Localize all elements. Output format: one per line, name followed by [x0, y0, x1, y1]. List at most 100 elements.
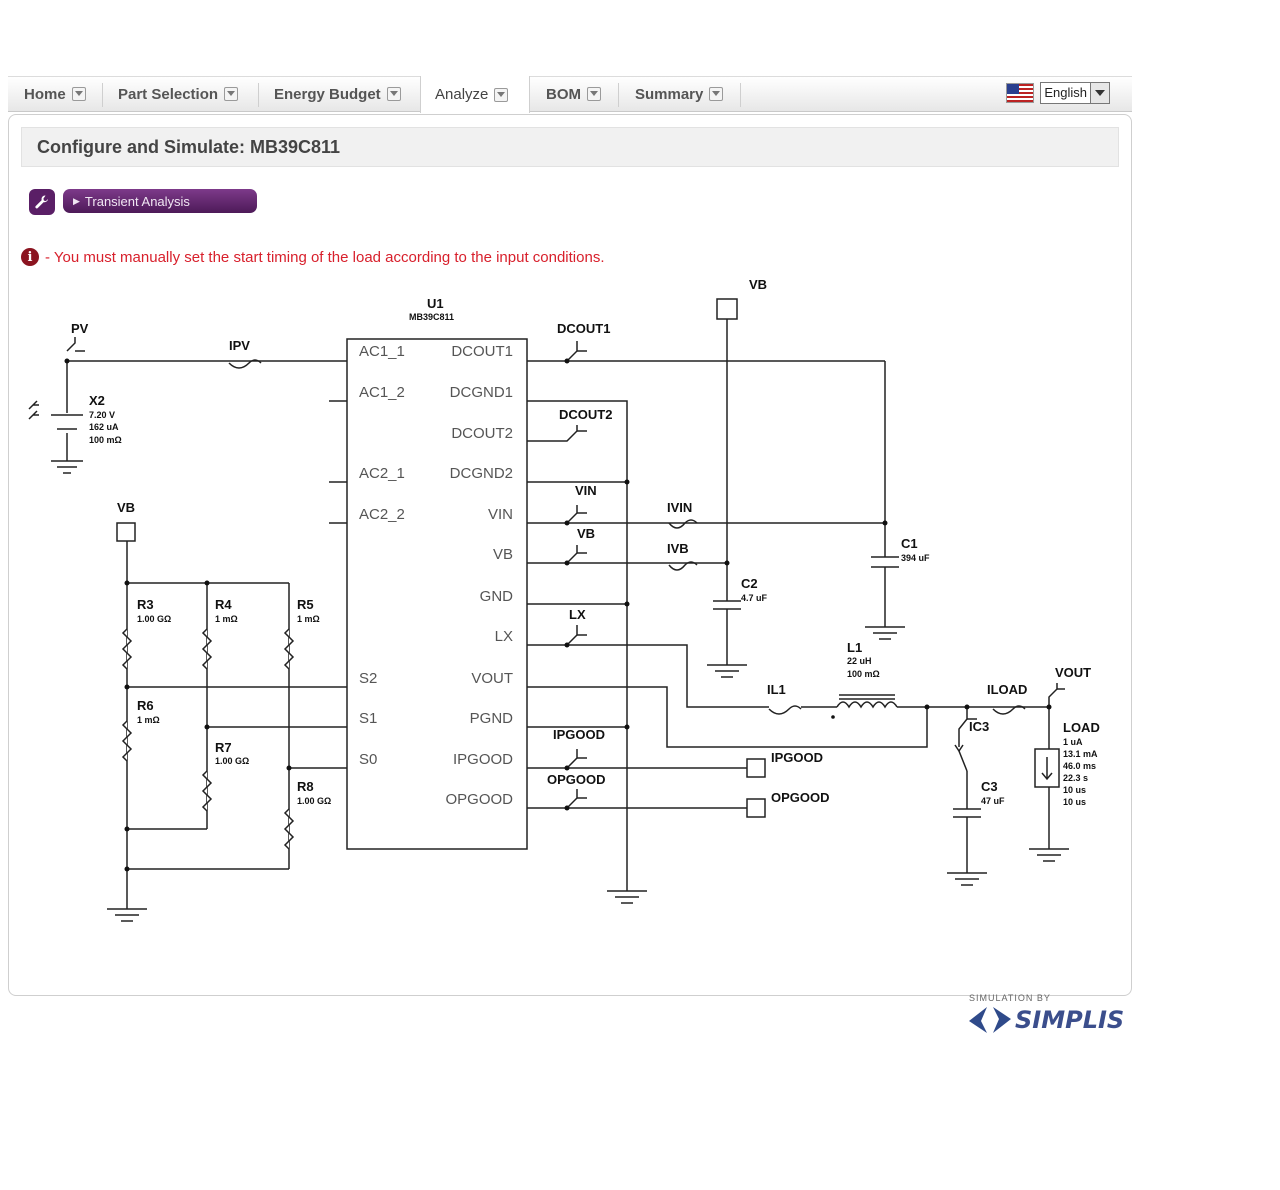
pin-label: GND	[480, 588, 514, 605]
net-label-vb: VB	[117, 500, 135, 515]
pin-label: AC2_2	[359, 506, 405, 523]
ic-ref: U1	[427, 296, 444, 311]
pin-label: VIN	[488, 506, 513, 523]
language-value: English	[1044, 85, 1087, 100]
chevron-down-icon[interactable]	[709, 87, 724, 101]
tab-label: BOM	[546, 85, 581, 103]
chevron-down-icon[interactable]	[386, 87, 401, 101]
resistor-ref: R3	[137, 597, 154, 612]
pin-label: S0	[359, 751, 377, 768]
tab-label: Energy Budget	[274, 85, 381, 103]
simplis-logo: SIMULATION BY SIMPLIS	[967, 993, 1124, 1039]
ic-body[interactable]	[346, 338, 528, 850]
tab-energy-budget[interactable]: Energy Budget	[274, 77, 401, 111]
tab-summary[interactable]: Summary	[635, 77, 724, 111]
tab-label: Summary	[635, 85, 704, 103]
language-select[interactable]: English	[1040, 82, 1110, 104]
info-icon: i	[21, 248, 39, 266]
circuit-schematic: U1 MB39C811 AC1_1 AC1_2 AC2_1 AC2_2 S2 S…	[28, 277, 1100, 922]
net-label-vb: VB	[749, 277, 767, 292]
inductor-value: 100 mΩ	[847, 669, 880, 679]
chevron-down-icon[interactable]	[1090, 83, 1109, 103]
wrench-icon	[35, 195, 48, 209]
resistor-ref: R8	[297, 779, 314, 794]
probe-label: IVIN	[667, 500, 692, 515]
resistor-value: 1 mΩ	[215, 614, 238, 624]
pin-label: S2	[359, 670, 377, 687]
capacitor-value: 47 uF	[981, 796, 1005, 806]
app-frame: Home Part Selection Energy Budget Analyz…	[8, 68, 1132, 1034]
load-value: 10 us	[1063, 797, 1086, 807]
chevron-down-icon[interactable]	[71, 87, 86, 101]
opgood-port[interactable]	[746, 798, 766, 818]
simulation-by-text: SIMULATION BY	[969, 993, 1051, 1003]
probe-label: DCOUT1	[557, 321, 610, 336]
probe-label-ipv: IPV	[229, 338, 250, 353]
probe-label: DCOUT2	[559, 407, 612, 422]
pin-label: S1	[359, 710, 377, 727]
pin-label: DCOUT1	[451, 343, 513, 360]
chevron-down-icon[interactable]	[494, 87, 509, 102]
probe-label: OPGOOD	[547, 772, 606, 787]
pin-label: PGND	[470, 710, 514, 727]
capacitor-value: 4.7 uF	[741, 593, 768, 603]
load-value: 10 us	[1063, 785, 1086, 795]
tab-divider	[258, 83, 259, 107]
pin-label: DCOUT2	[451, 425, 513, 442]
resistor-value: 1.00 GΩ	[137, 614, 171, 624]
port-label: IPGOOD	[771, 750, 823, 765]
resistor-ref: R5	[297, 597, 314, 612]
load-value: 1 uA	[1063, 737, 1083, 747]
tab-part-selection[interactable]: Part Selection	[118, 77, 239, 111]
tab-bar: Home Part Selection Energy Budget Analyz…	[8, 76, 1132, 113]
source-value: 100 mΩ	[89, 435, 122, 445]
pin-label: DCGND1	[450, 384, 513, 401]
port-label: OPGOOD	[771, 790, 830, 805]
play-icon: ▶	[73, 195, 80, 206]
resistor-value: 1 mΩ	[137, 715, 160, 725]
tab-home[interactable]: Home	[24, 77, 86, 111]
tab-label: Part Selection	[118, 85, 219, 103]
source-value: 162 uA	[89, 422, 119, 432]
vb-port-top[interactable]	[716, 298, 738, 320]
resistor-ref: R6	[137, 698, 154, 713]
transient-analysis-button[interactable]: ▶ Transient Analysis	[63, 189, 257, 213]
net-label-pv: PV	[71, 321, 89, 336]
tab-label: Home	[24, 85, 66, 103]
resistor-value: 1.00 GΩ	[215, 756, 249, 766]
probe-label: IVB	[667, 541, 689, 556]
us-flag-icon	[1006, 83, 1035, 103]
tab-analyze[interactable]: Analyze	[420, 76, 530, 113]
inductor-value: 22 uH	[847, 656, 872, 666]
ipgood-port[interactable]	[746, 758, 766, 778]
pin-label: IPGOOD	[453, 751, 513, 768]
pin-label: VB	[493, 546, 513, 563]
source-value: 7.20 V	[89, 410, 115, 420]
vb-port-left[interactable]	[116, 522, 136, 542]
probe-label: ILOAD	[987, 682, 1027, 697]
probe-label: VB	[577, 526, 595, 541]
wires	[28, 298, 1069, 922]
simplis-mark-icon	[969, 1007, 1011, 1033]
simplis-name: SIMPLIS	[1015, 1006, 1125, 1034]
chevron-down-icon[interactable]	[224, 87, 239, 101]
settings-button[interactable]	[29, 189, 55, 215]
capacitor-value: 394 uF	[901, 553, 930, 563]
probe-label: VIN	[575, 483, 597, 498]
chevron-down-icon[interactable]	[587, 87, 601, 101]
pin-label: VOUT	[471, 670, 513, 687]
warning-message: i - You must manually set the start timi…	[21, 248, 605, 266]
tab-divider	[740, 83, 741, 107]
probe-label: IPGOOD	[553, 727, 605, 742]
pin-label: AC1_1	[359, 343, 405, 360]
capacitor-ref: C2	[741, 576, 758, 591]
probe-label: VOUT	[1055, 665, 1091, 680]
load-value: 22.3 s	[1063, 773, 1088, 783]
pin-label: OPGOOD	[445, 791, 513, 808]
panel-header: Configure and Simulate: MB39C811	[21, 127, 1119, 167]
pin-label: LX	[495, 628, 513, 645]
probe-label: IC3	[969, 719, 989, 734]
tab-bom[interactable]: BOM	[546, 77, 601, 111]
inductor-ref: L1	[847, 640, 862, 655]
resistor-value: 1 mΩ	[297, 614, 320, 624]
